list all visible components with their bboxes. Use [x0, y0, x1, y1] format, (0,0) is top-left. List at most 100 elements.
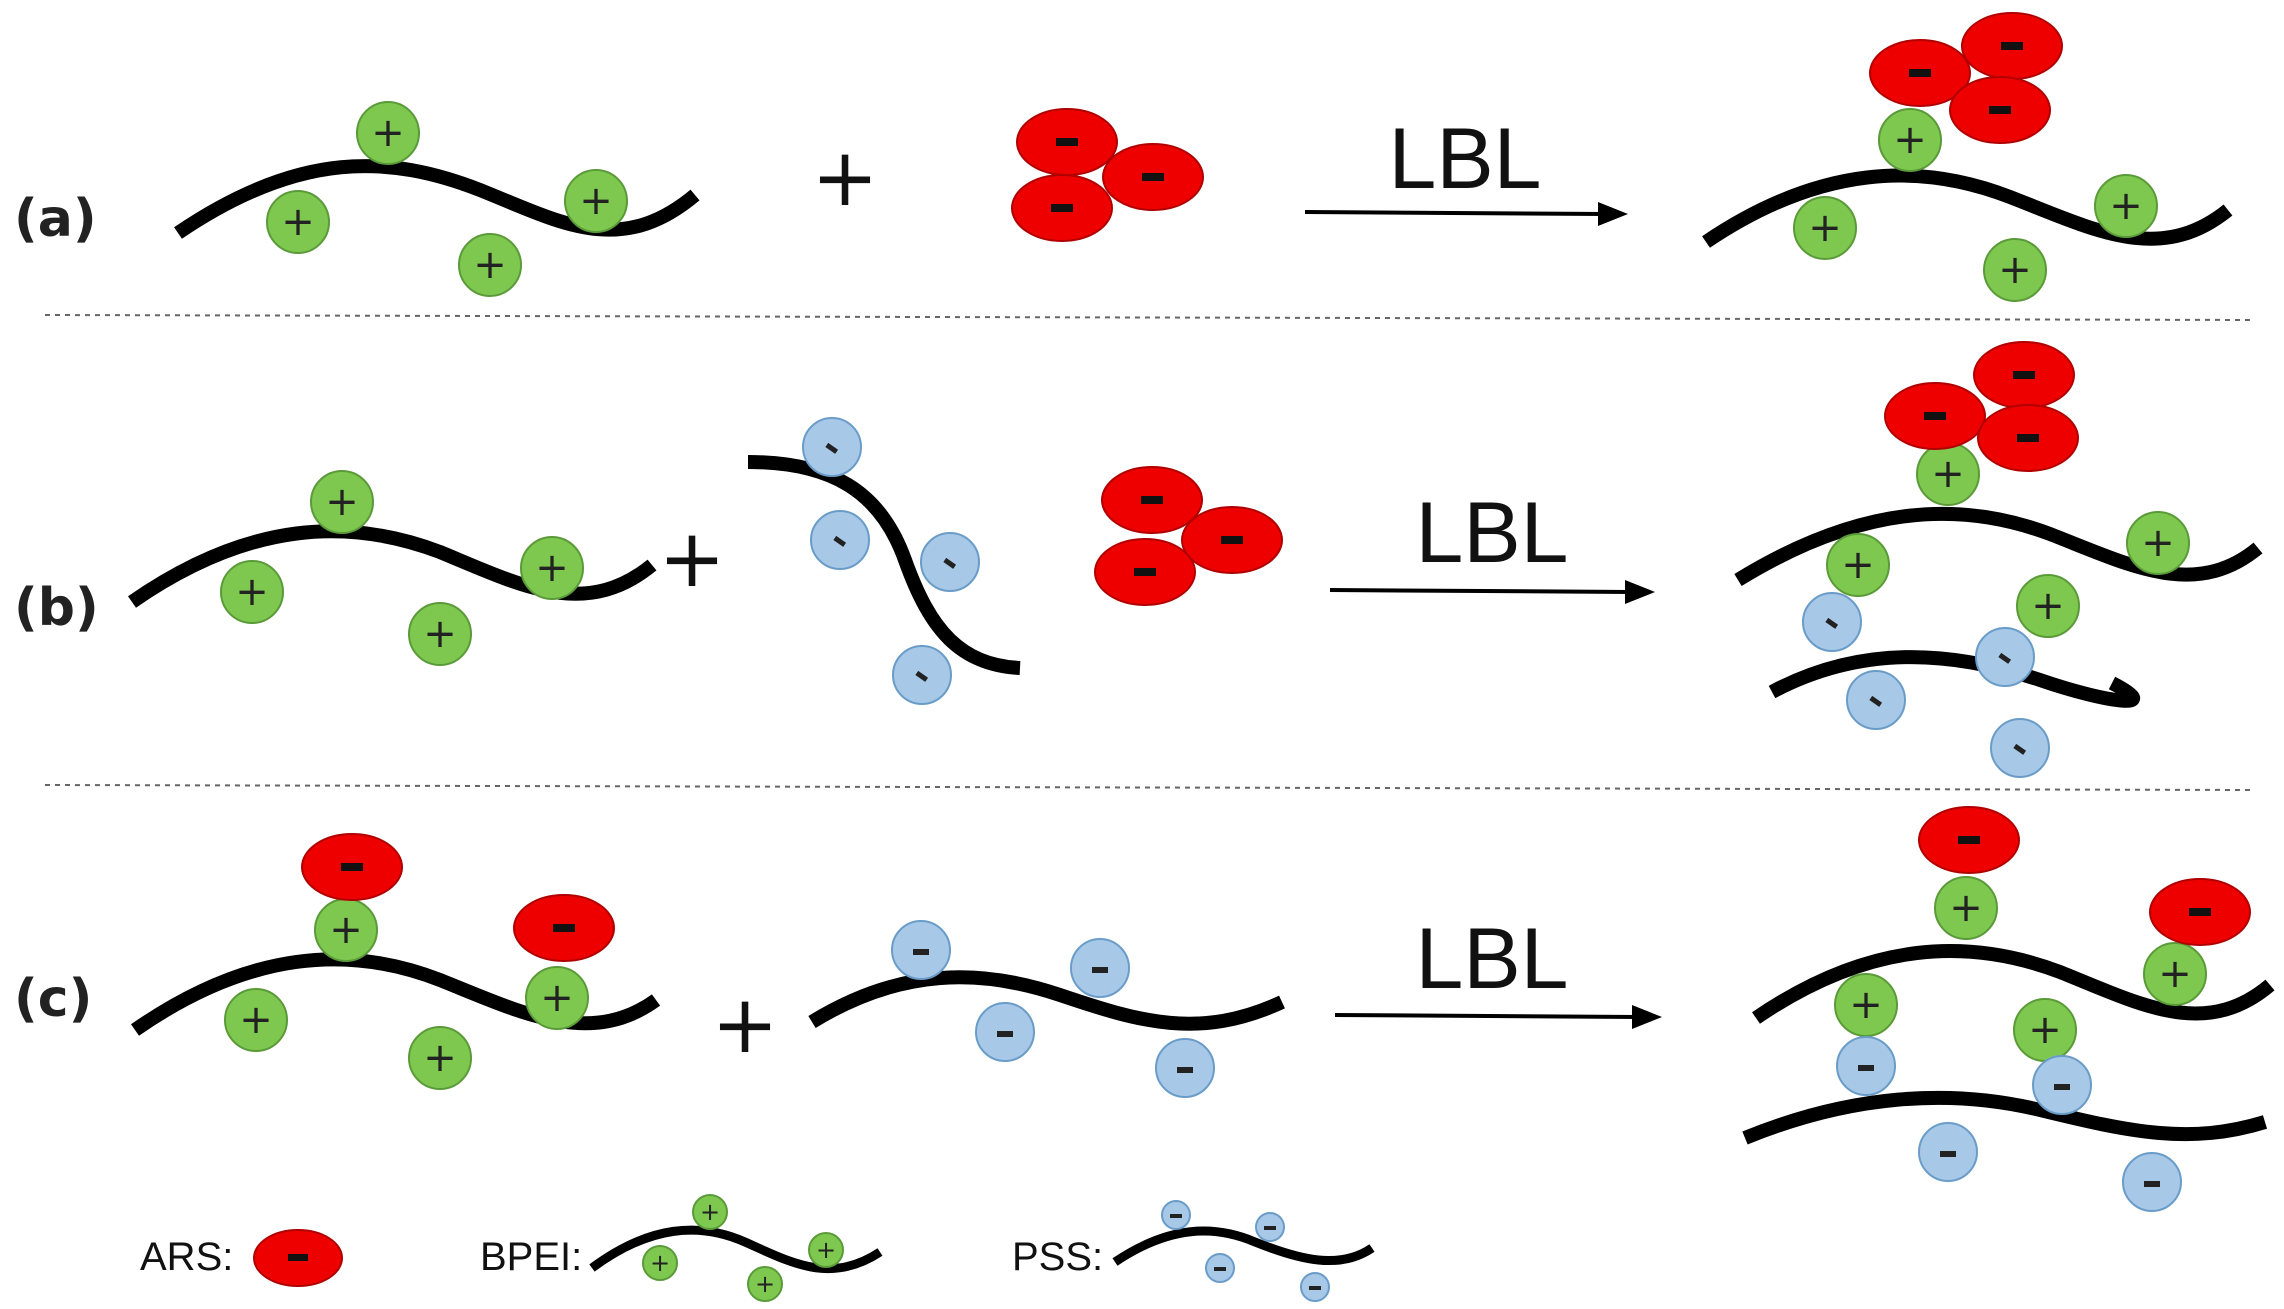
negative-charge-icon — [1977, 404, 2079, 472]
svg-text:+: + — [423, 611, 457, 657]
panel-label-a: (a) — [14, 189, 97, 249]
legend-pss-label: PSS: — [1012, 1235, 1103, 1279]
svg-text:+: + — [2158, 951, 2192, 997]
positive-charge-icon: + — [1934, 876, 1998, 940]
svg-text:+: + — [2109, 183, 2143, 229]
panel-label-c: (c) — [14, 969, 92, 1029]
svg-text:+: + — [1808, 205, 1842, 251]
svg-text:+: + — [371, 110, 405, 156]
positive-charge-icon: + — [220, 560, 284, 624]
svg-text:+: + — [2031, 583, 2065, 629]
negative-charge-icon — [1102, 143, 1204, 211]
positive-charge-icon: + — [2126, 511, 2190, 575]
positive-charge-icon: + — [525, 966, 589, 1030]
positive-charge-icon: + — [1834, 973, 1898, 1037]
ars-cluster — [1094, 466, 1283, 606]
negative-charge-icon — [975, 1002, 1035, 1062]
positive-charge-icon: + — [224, 988, 288, 1052]
negative-charge-icon — [2122, 1152, 2182, 1212]
negative-charge-icon — [920, 532, 980, 592]
plus-sign: + — [711, 978, 778, 1071]
negative-charge-icon — [1255, 1212, 1285, 1242]
positive-charge-icon: + — [747, 1266, 783, 1302]
negative-charge-icon — [1802, 592, 1862, 652]
positive-charge-icon: + — [692, 1194, 728, 1230]
positive-charge-icon: + — [564, 169, 628, 233]
negative-charge-icon — [802, 417, 862, 477]
positive-charge-icon: + — [1878, 108, 1942, 172]
lbl-arrow — [1334, 1005, 1662, 1029]
bpei-chain — [1752, 944, 2275, 1024]
negative-charge-icon — [1949, 76, 2051, 144]
svg-text:+: + — [755, 1270, 775, 1298]
positive-charge-icon: + — [2143, 942, 2207, 1006]
positive-charge-icon: + — [310, 470, 374, 534]
ars-cluster — [1011, 108, 1204, 242]
bpei-chain — [128, 524, 657, 608]
negative-charge-icon — [1961, 12, 2063, 80]
negative-charge-icon — [1094, 538, 1196, 606]
svg-text:+: + — [650, 1249, 670, 1277]
negative-charge-icon — [1869, 39, 1971, 107]
svg-text:+: + — [1849, 982, 1883, 1028]
separator-bc — [44, 784, 2251, 791]
negative-charge-icon — [253, 1229, 343, 1287]
svg-text:+: + — [579, 178, 613, 224]
pss-chain-horizontal — [808, 920, 1285, 1098]
panel-label-b: (b) — [14, 578, 99, 638]
plus-sign: + — [658, 512, 725, 605]
lbl-arrow — [1329, 580, 1655, 604]
negative-charge-icon — [810, 510, 870, 570]
negative-charge-icon — [1011, 174, 1113, 242]
negative-charge-icon — [1161, 1200, 1191, 1230]
negative-charge-icon — [2032, 1055, 2092, 1115]
row-a: + + + + + LBL + + + + — [174, 12, 2233, 302]
svg-text:+: + — [540, 975, 574, 1021]
positive-charge-icon: + — [520, 536, 584, 600]
negative-charge-icon — [1990, 718, 2050, 778]
svg-text:+: + — [239, 997, 273, 1043]
positive-charge-icon: + — [2094, 174, 2158, 238]
bpei-chain — [1702, 168, 2233, 248]
svg-text:+: + — [423, 1035, 457, 1081]
svg-text:+: + — [1931, 451, 1965, 497]
lbl-label: LBL — [1415, 911, 1568, 1007]
svg-text:+: + — [2028, 1007, 2062, 1053]
lbl-label: LBL — [1388, 111, 1541, 207]
positive-charge-icon: + — [1793, 196, 1857, 260]
svg-text:+: + — [1893, 117, 1927, 163]
svg-text:+: + — [535, 545, 569, 591]
bpei-chain — [174, 159, 700, 239]
svg-text:+: + — [329, 907, 363, 953]
svg-text:+: + — [700, 1198, 720, 1226]
svg-text:+: + — [2141, 520, 2175, 566]
negative-charge-icon — [1181, 506, 1283, 574]
positive-charge-icon: + — [2016, 574, 2080, 638]
negative-charge-icon — [301, 833, 403, 901]
negative-charge-icon — [1070, 938, 1130, 998]
positive-charge-icon: + — [356, 101, 420, 165]
svg-text:+: + — [473, 242, 507, 288]
svg-text:+: + — [281, 199, 315, 245]
negative-charge-icon — [1884, 382, 1986, 450]
bpei-chain — [1734, 506, 2263, 586]
bpei-charges: + + + + — [266, 101, 628, 297]
negative-charge-icon — [892, 645, 952, 705]
negative-charge-icon — [1155, 1038, 1215, 1098]
legend: ARS: BPEI: + + + + PSS: — [140, 1194, 1375, 1302]
positive-charge-icon: + — [2013, 998, 2077, 1062]
positive-charge-icon: + — [408, 602, 472, 666]
svg-text:+: + — [1841, 542, 1875, 588]
positive-charge-icon: + — [408, 1026, 472, 1090]
bpei-chain — [131, 952, 661, 1036]
negative-charge-icon — [1975, 627, 2035, 687]
svg-text:+: + — [1949, 885, 1983, 931]
pss-chain-vertical — [747, 417, 1021, 705]
pss-chain — [1768, 650, 2141, 708]
negative-charge-icon — [1016, 108, 1118, 176]
product-a: + + + + — [1702, 12, 2233, 302]
positive-charge-icon: + — [314, 898, 378, 962]
svg-text:+: + — [1998, 247, 2032, 293]
negative-charge-icon — [1918, 1122, 1978, 1182]
row-b: + + + + + LBL + + + + — [128, 341, 2263, 778]
